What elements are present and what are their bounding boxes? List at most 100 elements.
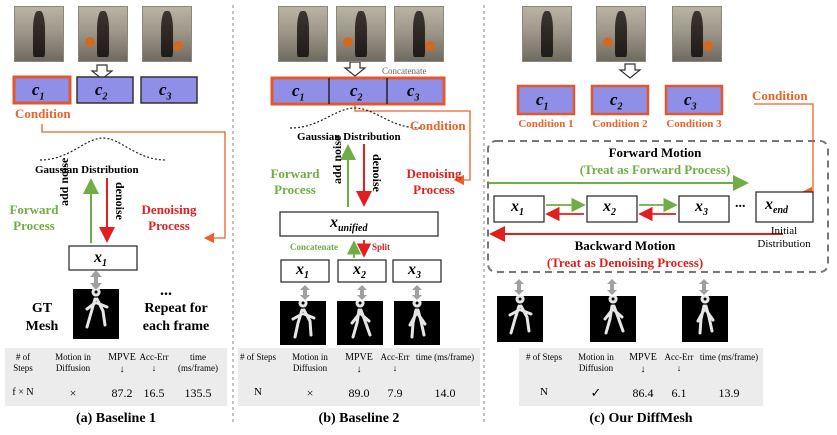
x1-label: x1 [296, 261, 309, 282]
gray-double-arrows [300, 285, 422, 300]
caption: (b) Baseline 2 [318, 411, 400, 426]
x3-box [678, 195, 730, 223]
x3-box [392, 259, 442, 283]
hollow-down-arrow-icon [343, 61, 367, 77]
table-header-motion: Motion in Diffusion [55, 352, 91, 373]
mesh-image [394, 298, 440, 345]
condition-box-c1 [516, 84, 576, 116]
caption: (a) Baseline 1 [75, 411, 157, 426]
table-cell-accerr: 16.5 [143, 386, 165, 400]
table-header-steps: # of Steps [526, 352, 562, 362]
table-bg [238, 348, 480, 406]
cond-label-c1: c1 [292, 81, 305, 104]
hollow-down-arrow-icon [90, 64, 114, 80]
forward-treat-label: (Treat as Forward Process) [579, 162, 731, 177]
cond-label-c2: c2 [95, 80, 108, 103]
condition-box-c1 [12, 75, 72, 105]
table-header-mpve: MPVE ↓ [629, 352, 657, 375]
table-bg [5, 348, 227, 406]
photo-frame-1 [14, 6, 64, 62]
table-cell-time: 135.5 [184, 386, 212, 400]
x-unified-box [279, 211, 439, 237]
x1-label: x1 [94, 249, 107, 270]
table-cell-mpve: 86.4 [632, 386, 654, 400]
gray-double-arrows [514, 279, 709, 295]
x1-label: x1 [511, 198, 524, 219]
table-header-accerr: Acc-Err ↓ [664, 352, 694, 373]
cond-label-c1: c1 [536, 90, 549, 113]
x1-box [493, 195, 545, 223]
add-noise-label: add noise [330, 135, 344, 184]
condition-arrow [354, 104, 471, 186]
hollow-down-arrow-icon [618, 63, 642, 79]
mesh-image [73, 287, 119, 339]
table-header-motion: Motion in Diffusion [292, 352, 328, 373]
backward-motion-label: Backward Motion [574, 238, 676, 253]
panel-diffmesh [487, 63, 829, 406]
table-header-steps: # of Steps [240, 352, 276, 362]
concatenate2-label: Concatenate [290, 242, 338, 252]
x2-label: x2 [603, 198, 616, 219]
x-end-label: xend [765, 196, 788, 217]
photo-frame-3 [672, 6, 722, 62]
condition-name-2: Condition 2 [592, 118, 648, 130]
photo-frame-1 [278, 6, 328, 62]
gaussian-curve [289, 107, 421, 129]
x1-box [68, 245, 138, 271]
table-cell-steps: f × N [12, 387, 34, 398]
photo-frame-2 [596, 6, 646, 62]
denoise-label: denoise [370, 154, 384, 193]
condition-box-c2 [76, 76, 134, 104]
cond-label-c3: c3 [684, 90, 697, 113]
condition-label: Condition [15, 106, 71, 121]
photo-frame-2 [78, 6, 128, 62]
split-label: Split [372, 242, 391, 252]
table-cell-motion: × [306, 386, 314, 400]
cond-label-c1: c1 [32, 80, 45, 103]
x2-box [586, 195, 638, 223]
photo-frame-3 [142, 6, 192, 62]
table-header-accerr: Acc-Err ↓ [380, 352, 410, 373]
cond-label-c3: c3 [407, 81, 420, 104]
backward-treat-label: (Treat as Denoising Process) [546, 255, 704, 270]
condition-name-1: Condition 1 [518, 118, 574, 130]
ellipsis: ... [735, 196, 746, 211]
table-cell-motion: ✓ [590, 385, 602, 400]
table-cell-time: 13.9 [718, 386, 740, 400]
gaussian-label: Gaussian Distribution [297, 131, 401, 143]
mesh-image [682, 294, 728, 342]
x3-label: x3 [695, 198, 708, 219]
forward-motion-label: Forward Motion [608, 145, 702, 160]
x-end-box [755, 191, 814, 223]
gaussian-label: Gaussian Distribution [35, 164, 139, 176]
table-header-accerr: Acc-Err ↓ [139, 352, 169, 373]
x1-box [280, 259, 330, 283]
photo-frame-1 [522, 6, 572, 62]
table-cell-steps: N [254, 386, 262, 398]
table-cell-steps: N [540, 386, 548, 398]
mesh-image [337, 298, 383, 345]
condition-box-c3 [664, 84, 724, 116]
x3-label: x3 [408, 261, 421, 282]
table-bg [519, 348, 763, 406]
table-header-time: time (ms/frame) [178, 352, 218, 373]
table-header-motion: Motion in Diffusion [578, 352, 614, 373]
x2-box [337, 259, 387, 283]
condition-box-c2 [590, 84, 650, 116]
table-header-time: time (ms/frame) [699, 352, 759, 362]
table-cell-motion: × [69, 386, 77, 400]
condition-concat-box [270, 76, 446, 106]
motion-dashed-box [487, 140, 829, 273]
mesh-image [590, 294, 636, 342]
x-unified-label: xunified [330, 214, 368, 235]
condition-label: Condition [410, 118, 466, 133]
table-cell-accerr: 6.1 [671, 386, 687, 400]
panel-baseline2 [238, 61, 480, 406]
panel-baseline1 [5, 64, 227, 406]
